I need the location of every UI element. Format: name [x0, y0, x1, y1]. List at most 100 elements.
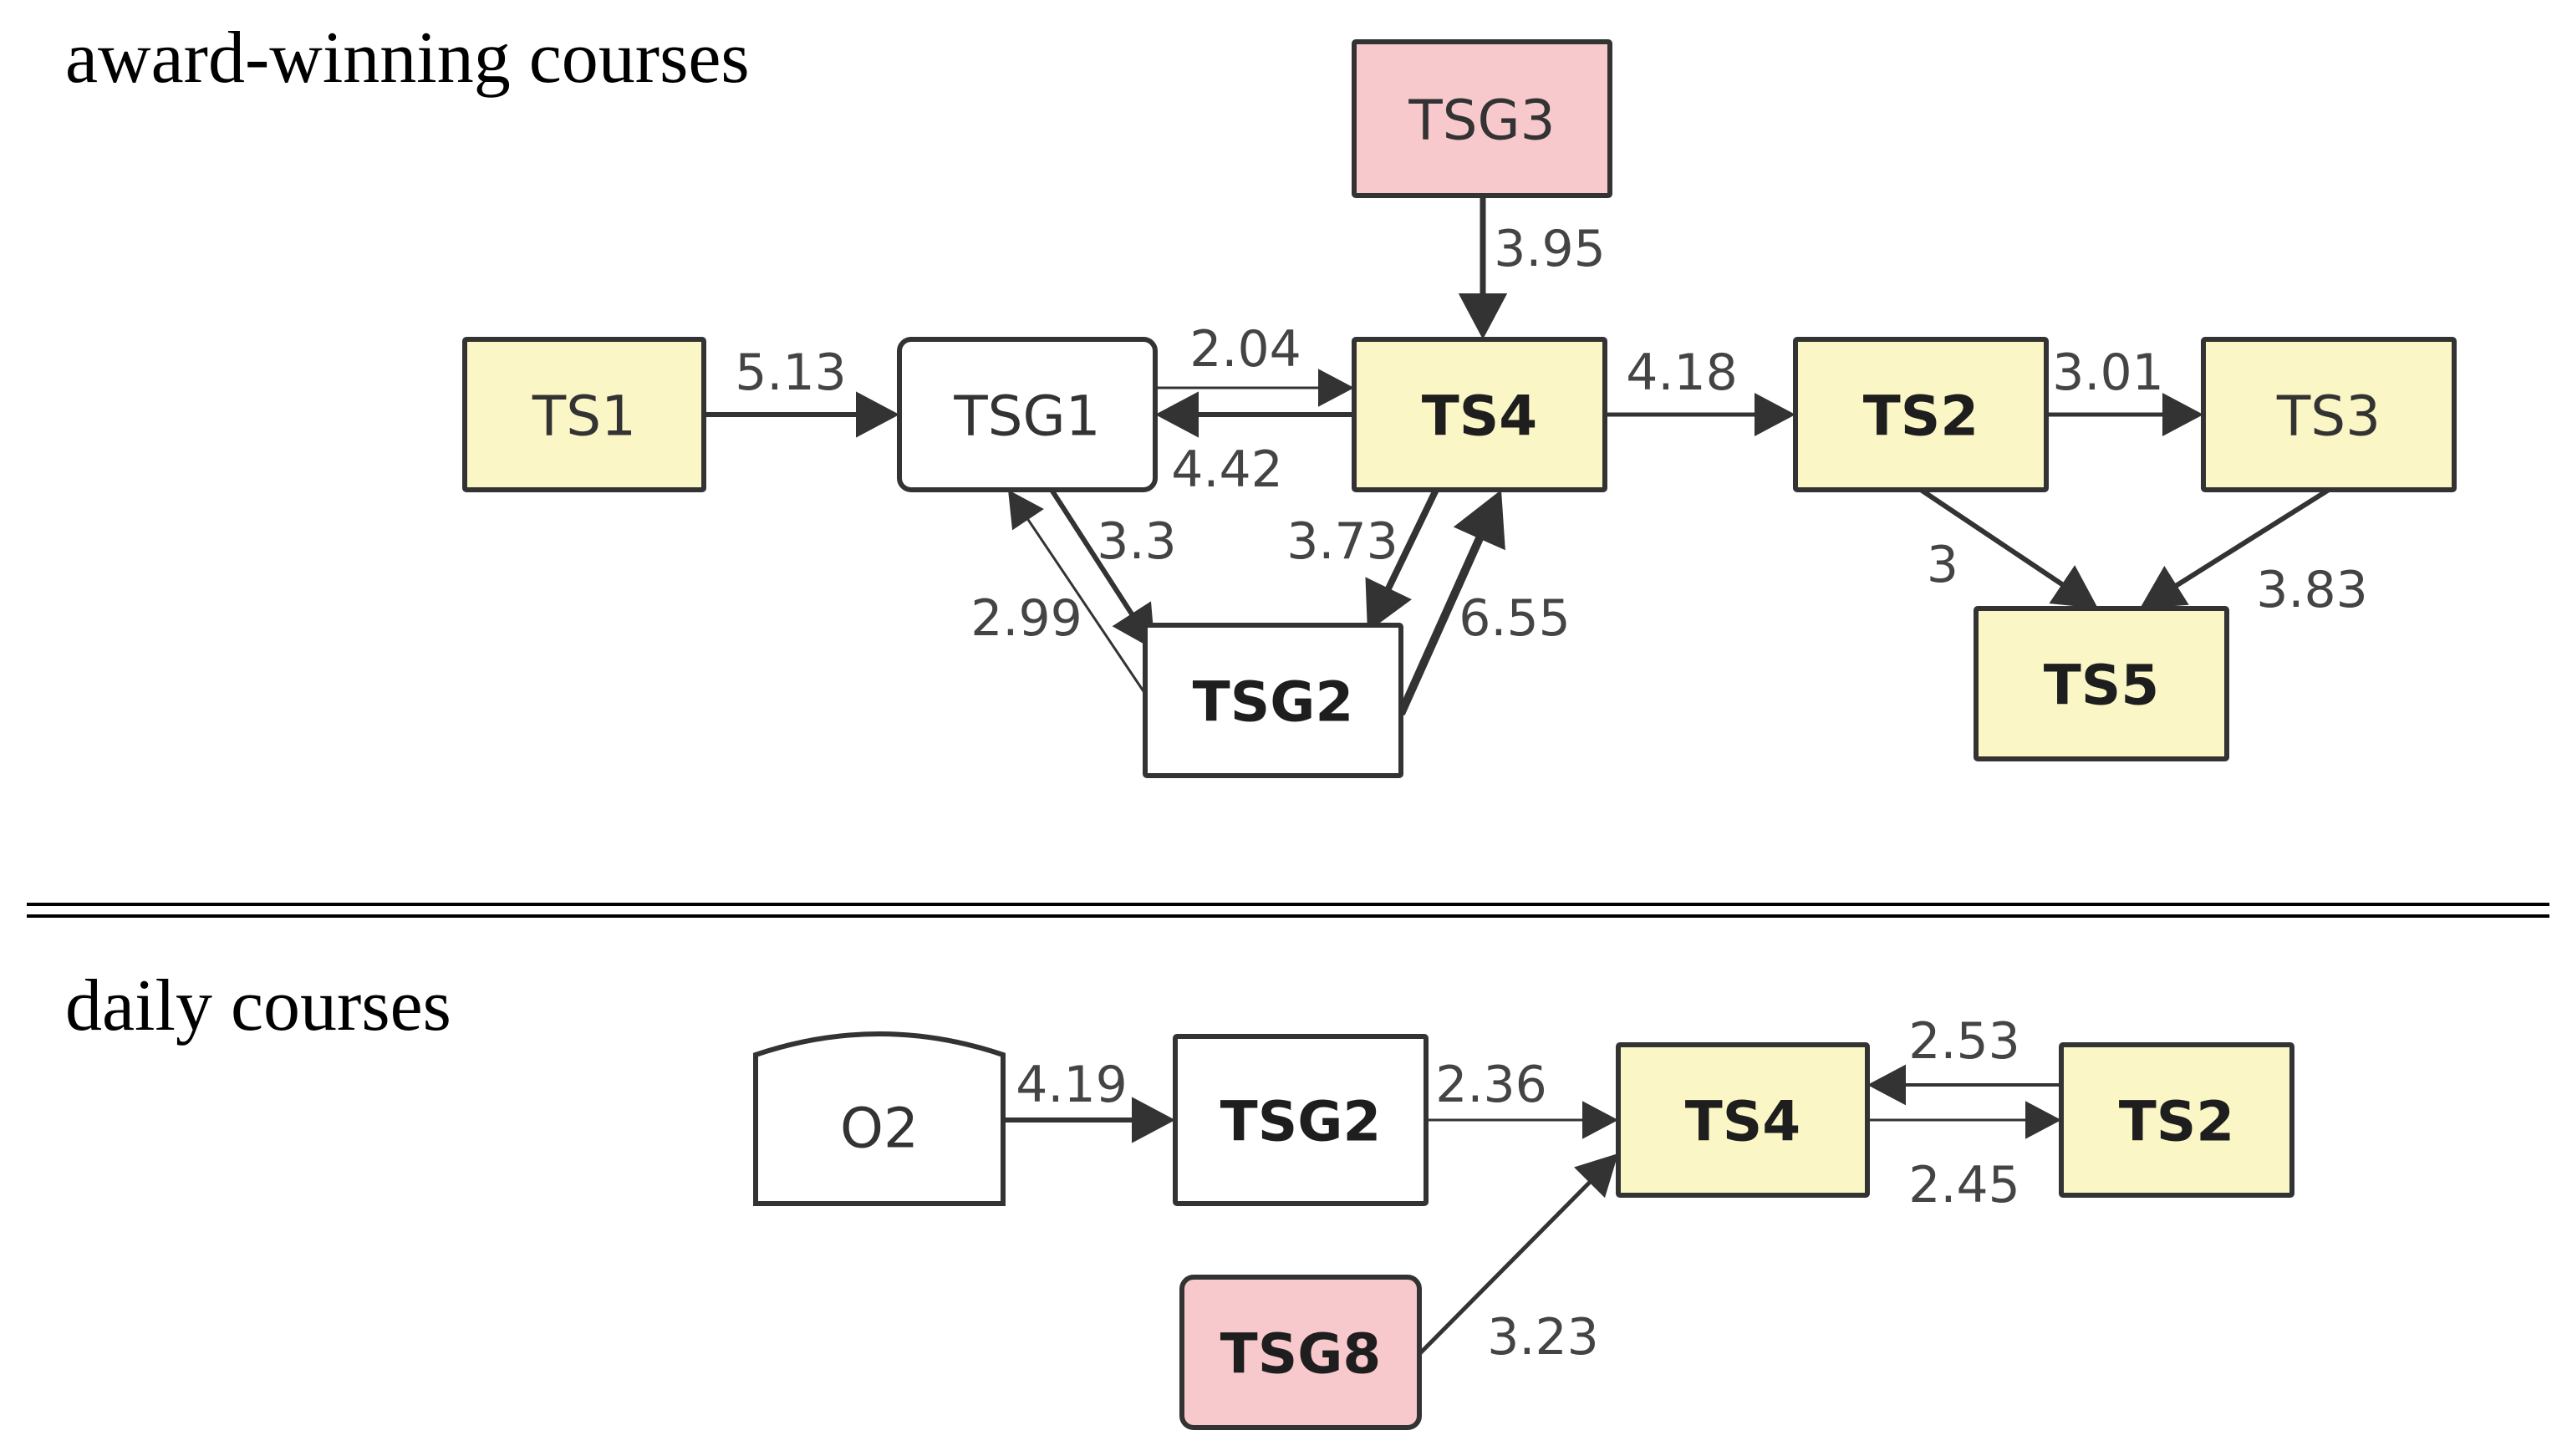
- node-daily-tsg8[interactable]: TSG8: [1179, 1275, 1422, 1430]
- edge-award-tsg2-to-ts4: [1397, 490, 1505, 716]
- edge-daily-tsg2-to-ts4-weight: 2.36: [1435, 1056, 1547, 1114]
- node-award-tsg2-label: TSG2: [1193, 670, 1354, 735]
- edge-award-ts4-to-tsg2-weight: 3.73: [1286, 512, 1398, 571]
- node-daily-tsg2[interactable]: TSG2: [1173, 1034, 1429, 1206]
- edge-award-ts4-to-tsg2-line: [1384, 488, 1439, 592]
- edge-award-ts4-to-ts2-arrowhead: [1755, 393, 1795, 436]
- edge-daily-ts4-to-ts2-weight: 2.45: [1908, 1156, 2020, 1214]
- node-award-tsg1[interactable]: TSG1: [897, 337, 1158, 492]
- edge-daily-tsg2-to-ts4-arrowhead: [1582, 1101, 1618, 1139]
- edge-award-tsg1-to-ts4: [1155, 369, 1354, 407]
- node-award-ts5-label: TS5: [2044, 654, 2159, 718]
- edge-award-ts2-to-ts5: [1919, 487, 2098, 608]
- edge-award-ts4-to-tsg1-weight: 4.42: [1171, 440, 1283, 499]
- edge-daily-ts4-to-ts2: [1867, 1101, 2061, 1139]
- node-award-ts2[interactable]: TS2: [1793, 337, 2049, 492]
- edge-award-ts2-to-ts5-line: [1919, 487, 2065, 588]
- node-daily-o2-shape: [753, 1031, 1006, 1206]
- node-award-tsg3-box: [1352, 39, 1612, 198]
- edge-award-ts3-to-ts5: [2140, 487, 2330, 608]
- edge-daily-o2-to-tsg2-arrowhead: [1132, 1097, 1175, 1143]
- node-award-ts3-label: TS3: [2276, 384, 2381, 449]
- edge-award-tsg1-to-tsg2-weight: 3.3: [1097, 512, 1176, 571]
- node-award-ts1-box: [462, 337, 706, 492]
- edge-award-tsg1-to-tsg2-line: [1049, 488, 1135, 617]
- edge-daily-tsg8-to-ts4-arrowhead: [1574, 1153, 1618, 1199]
- node-award-ts4-label: TS4: [1422, 384, 1537, 449]
- edge-award-ts4-to-tsg1: [1155, 391, 1354, 438]
- node-award-tsg3[interactable]: TSG3: [1352, 39, 1612, 198]
- edge-award-ts2-to-ts3-weight: 3.01: [2052, 344, 2164, 402]
- edge-daily-o2-to-tsg2: [1003, 1097, 1175, 1143]
- edge-award-ts2-to-ts5-arrowhead: [2049, 565, 2098, 608]
- edge-award-tsg3-to-ts4-weight: 3.95: [1494, 220, 1606, 278]
- edge-award-ts4-to-tsg1-arrowhead: [1155, 391, 1199, 438]
- edge-daily-tsg8-to-ts4-line: [1418, 1179, 1592, 1356]
- edge-award-ts1-to-tsg1-weight: 5.13: [735, 344, 847, 402]
- edge-award-ts3-to-ts5-line: [2173, 487, 2330, 588]
- edge-award-ts3-to-ts5-weight: 3.83: [2256, 561, 2368, 619]
- node-award-ts4-box: [1352, 337, 1607, 492]
- node-award-ts3-box: [2201, 337, 2457, 492]
- node-award-ts1-label: TS1: [532, 384, 636, 449]
- edge-daily-ts2-to-ts4: [1867, 1064, 2061, 1106]
- edge-award-tsg2-to-ts4-arrowhead: [1453, 490, 1505, 551]
- edge-award-ts4-to-tsg2-arrowhead: [1365, 577, 1412, 632]
- edge-award-ts2-to-ts5-weight: 3: [1927, 536, 1958, 594]
- node-daily-tsg2-box: [1173, 1034, 1429, 1206]
- edge-award-ts4-to-tsg2: [1365, 488, 1439, 632]
- edge-daily-tsg8-to-ts4: [1418, 1153, 1618, 1356]
- edge-award-tsg1-to-ts4-arrowhead: [1318, 369, 1354, 407]
- node-daily-ts2-box: [2059, 1042, 2294, 1198]
- edge-daily-ts2-to-ts4-weight: 2.53: [1908, 1012, 2020, 1071]
- node-award-tsg1-box: [897, 337, 1158, 492]
- node-award-ts2-label: TS2: [1863, 384, 1979, 449]
- node-daily-ts4[interactable]: TS4: [1616, 1042, 1870, 1198]
- edge-daily-o2-to-tsg2-weight: 4.19: [1016, 1056, 1128, 1114]
- edge-award-ts4-to-ts2: [1605, 393, 1795, 436]
- node-daily-o2-label: O2: [840, 1097, 919, 1161]
- node-award-ts4[interactable]: TS4: [1352, 337, 1607, 492]
- edges-layer: [704, 196, 2330, 1356]
- edge-award-ts2-to-ts3: [2046, 393, 2203, 436]
- edge-award-tsg2-to-tsg1-arrowhead: [1008, 490, 1044, 531]
- node-award-ts5[interactable]: TS5: [1974, 606, 2229, 761]
- section-title-daily: daily courses: [65, 965, 451, 1046]
- edge-award-ts3-to-ts5-arrowhead: [2140, 565, 2189, 608]
- edge-award-tsg3-to-ts4-arrowhead: [1458, 293, 1508, 339]
- edge-award-ts4-to-ts2-weight: 4.18: [1626, 344, 1738, 402]
- edge-labels-layer: 3.95 5.13 2.04 4.42 4.18 3.01 3.3 2.99 3.73 6.55 3…: [735, 220, 2368, 1367]
- node-daily-tsg2-label: TSG2: [1220, 1090, 1382, 1154]
- node-award-tsg2[interactable]: TSG2: [1143, 623, 1403, 778]
- edge-daily-ts2-to-ts4-arrowhead: [1867, 1064, 1906, 1106]
- node-daily-tsg8-box: [1179, 1275, 1422, 1430]
- node-award-tsg2-box: [1143, 623, 1403, 778]
- edge-award-tsg2-to-ts4-line: [1397, 535, 1485, 716]
- node-daily-ts2-label: TS2: [2119, 1090, 2234, 1154]
- node-daily-ts2[interactable]: TS2: [2059, 1042, 2294, 1198]
- node-daily-ts4-label: TS4: [1685, 1090, 1800, 1154]
- edge-award-tsg2-to-tsg1-weight: 2.99: [970, 589, 1082, 648]
- edge-award-ts2-to-ts3-arrowhead: [2162, 393, 2203, 436]
- node-award-ts3[interactable]: TS3: [2201, 337, 2457, 492]
- node-award-tsg1-label: TSG1: [953, 384, 1100, 449]
- edge-award-ts1-to-tsg1-arrowhead: [856, 391, 899, 438]
- edge-award-ts1-to-tsg1: [704, 391, 899, 438]
- node-daily-ts4-box: [1616, 1042, 1870, 1198]
- section-title-award-winning: award-winning courses: [65, 18, 750, 99]
- edge-award-tsg3-to-ts4: [1458, 196, 1508, 339]
- node-award-ts2-box: [1793, 337, 2049, 492]
- edge-daily-ts4-to-ts2-arrowhead: [2025, 1101, 2061, 1139]
- edge-daily-tsg2-to-ts4: [1426, 1101, 1618, 1139]
- node-daily-o2[interactable]: O2: [753, 1031, 1006, 1206]
- edge-award-tsg1-to-ts4-weight: 2.04: [1189, 320, 1301, 379]
- node-daily-tsg8-label: TSG8: [1220, 1322, 1382, 1387]
- node-award-ts1[interactable]: TS1: [462, 337, 706, 492]
- node-award-tsg3-label: TSG3: [1408, 89, 1555, 153]
- edge-award-tsg2-to-tsg1: [1008, 490, 1147, 695]
- edge-award-tsg2-to-ts4-weight: 6.55: [1459, 589, 1571, 648]
- edge-award-tsg2-to-tsg1-line: [1026, 517, 1147, 695]
- edge-daily-tsg8-to-ts4-weight: 3.23: [1487, 1308, 1599, 1367]
